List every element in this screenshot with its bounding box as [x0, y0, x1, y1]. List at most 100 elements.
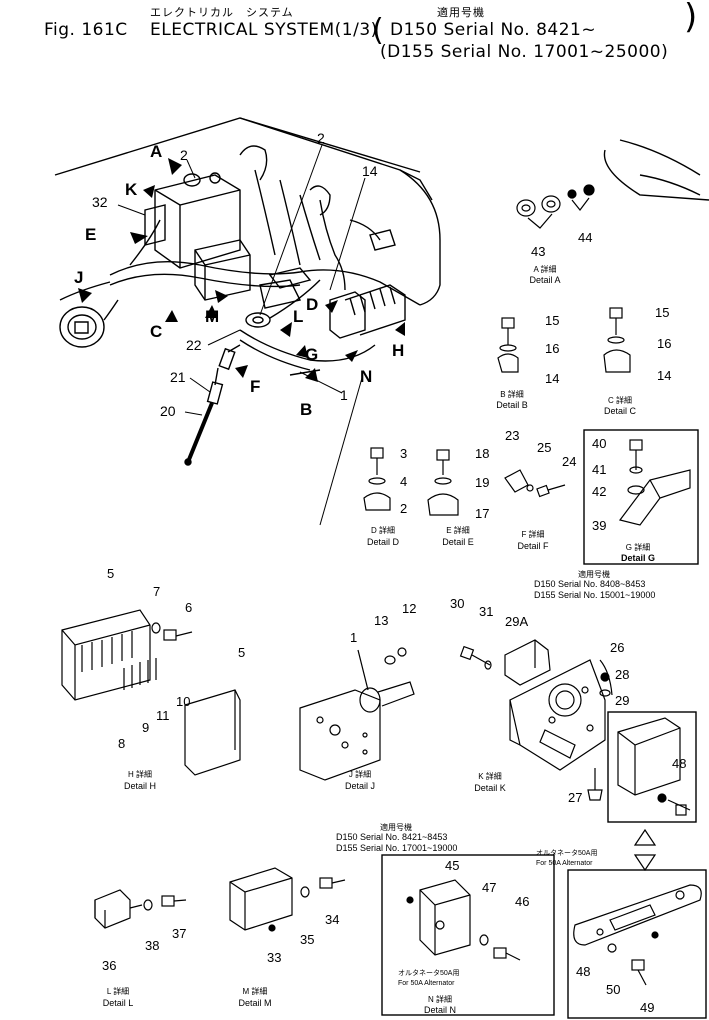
part-16: 16 — [657, 336, 671, 351]
view-label-j: J — [74, 268, 83, 287]
view-label-m: M — [205, 307, 219, 326]
callout-2b: 2 — [317, 130, 325, 146]
detail-n-drawing — [381, 854, 555, 1016]
view-label-n: N — [360, 367, 372, 386]
caption-c: Detail C — [604, 406, 637, 416]
figure-title: ELECTRICAL SYSTEM(1/3) — [150, 20, 378, 40]
part-39: 39 — [592, 518, 606, 533]
part-48: 48 — [672, 756, 686, 771]
callout-1: 1 — [340, 387, 348, 403]
part-38: 38 — [145, 938, 159, 953]
detail-g-drawing — [583, 429, 699, 565]
detail-b-drawing — [497, 317, 519, 373]
main-callout-labels: 2 2 14 32 22 21 20 1 A K E J C M L D G F… — [74, 130, 404, 419]
part-37: 37 — [172, 926, 186, 941]
part-29a: 29A — [505, 614, 528, 629]
leader-lines — [117, 144, 366, 526]
part-6: 6 — [185, 600, 192, 615]
caption-b-jp: B 詳細 — [500, 389, 524, 399]
header-serial-1: D150 Serial No. 8421~ — [390, 20, 597, 40]
view-label-k: K — [125, 180, 138, 199]
part-14: 14 — [657, 368, 671, 383]
part-29: 29 — [615, 693, 629, 708]
part-41: 41 — [592, 462, 606, 477]
part-2: 2 — [400, 501, 407, 516]
alt-note-en-n: For 50A Alternator — [398, 980, 455, 987]
detail-drawings — [61, 184, 707, 1019]
view-label-h: H — [392, 341, 404, 360]
part-10: 10 — [176, 694, 190, 709]
part-9: 9 — [142, 720, 149, 735]
caption-m: Detail M — [238, 998, 271, 1008]
part-50: 50 — [606, 982, 620, 997]
part-11: 11 — [156, 708, 170, 723]
alt-note-en-k: For 50A Alternator — [536, 860, 593, 867]
caption-c-jp: C 詳細 — [608, 395, 632, 405]
part-33: 33 — [267, 950, 281, 965]
open-paren: ( — [372, 13, 385, 48]
part-31: 31 — [479, 604, 493, 619]
detail-d-drawing — [363, 447, 391, 511]
detail-50a-drawing — [567, 869, 707, 1019]
caption-h-jp: H 詳細 — [128, 769, 152, 779]
caption-k-jp: K 詳細 — [478, 771, 502, 781]
part-17: 17 — [475, 506, 489, 521]
part-26: 26 — [610, 640, 624, 655]
alt-note-jp-k: オルタネータ50A用 — [536, 848, 597, 857]
part-15: 15 — [655, 305, 669, 320]
callout-22: 22 — [186, 337, 202, 353]
callout-20: 20 — [160, 403, 176, 419]
caption-d-jp: D 詳細 — [371, 525, 395, 535]
callout-2a: 2 — [180, 147, 188, 163]
part-27: 27 — [568, 790, 582, 805]
part-42: 42 — [592, 484, 606, 499]
part-49: 49 — [640, 1000, 654, 1015]
part-35: 35 — [300, 932, 314, 947]
caption-b: Detail B — [496, 400, 528, 410]
caption-j-jp: J 詳細 — [349, 769, 371, 779]
part-43: 43 — [531, 244, 545, 259]
header-jp-applicable: 適用号機 — [437, 6, 485, 19]
applicability-notes: 適用号機 D150 Serial No. 8408~8453 D155 Seri… — [336, 569, 655, 987]
caption-l-jp: L 詳細 — [107, 986, 129, 996]
part-24: 24 — [562, 454, 576, 469]
caption-l: Detail L — [103, 998, 134, 1008]
part-1: 1 — [350, 630, 357, 645]
figure-number: Fig. 161C — [44, 20, 128, 40]
caption-j: Detail J — [345, 781, 375, 791]
detail-captions: A 詳細 Detail A B 詳細 Detail B C 詳細 Detail … — [103, 264, 655, 1015]
part-19: 19 — [475, 475, 489, 490]
view-label-a: A — [150, 142, 162, 161]
caption-a: Detail A — [529, 275, 560, 285]
part-15: 15 — [545, 313, 559, 328]
part-23: 23 — [505, 428, 519, 443]
caption-h: Detail H — [124, 781, 156, 791]
caption-n-jp: N 詳細 — [428, 994, 452, 1004]
caption-a-jp: A 詳細 — [533, 264, 556, 274]
detail-a-drawing — [516, 184, 595, 229]
caption-g-jp: G 詳細 — [626, 542, 650, 552]
part-46: 46 — [515, 894, 529, 909]
part-40: 40 — [592, 436, 606, 451]
view-label-f: F — [250, 377, 260, 396]
caption-d: Detail D — [367, 537, 400, 547]
swap-arrows — [633, 828, 657, 872]
caption-g: Detail G — [621, 553, 655, 563]
part-47: 47 — [482, 880, 496, 895]
g-applicable-d155: D155 Serial No. 15001~19000 — [534, 590, 655, 600]
caption-k: Detail K — [474, 783, 506, 793]
alt-note-jp-n: オルタネータ50A用 — [398, 968, 459, 977]
view-label-e: E — [85, 225, 96, 244]
callout-21: 21 — [170, 369, 186, 385]
part-44: 44 — [578, 230, 592, 245]
g-applicable-d150: D150 Serial No. 8408~8453 — [534, 579, 645, 589]
part-16: 16 — [545, 341, 559, 356]
close-paren: ) — [684, 0, 698, 37]
k-applicable-d150: D150 Serial No. 8421~8453 — [336, 832, 447, 842]
view-label-c: C — [150, 322, 162, 341]
detail-m-drawing — [229, 867, 346, 932]
view-label-l: L — [293, 307, 303, 326]
caption-f-jp: F 詳細 — [521, 529, 544, 539]
detail-c-drawing — [603, 307, 631, 373]
part-28: 28 — [615, 667, 629, 682]
